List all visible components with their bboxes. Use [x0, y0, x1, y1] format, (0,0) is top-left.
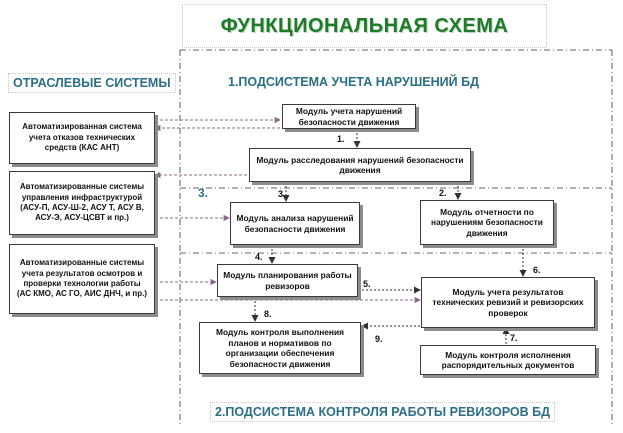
step-number-6: 6. — [533, 265, 541, 275]
external-system-kas-ant: Автоматизированная система учета отказов… — [9, 112, 155, 164]
section-subsystem-1: 1.ПОДСИСТЕМА УЧЕТА НАРУШЕНИЙ БД — [228, 75, 479, 89]
external-system-inspection-results: Автоматизированные системы учета результ… — [9, 244, 155, 314]
step-number-5: 5. — [363, 279, 371, 289]
step-number-2: 2. — [439, 188, 447, 198]
step-number-8: 8. — [264, 309, 272, 319]
module-violation-investigation: Модуль расследования нарушений безопасно… — [249, 148, 471, 182]
step-number-3-section: 3. — [198, 186, 209, 200]
diagram-title: ФУНКЦИОНАЛЬНАЯ СХЕМА — [182, 4, 547, 48]
step-number-9: 9. — [375, 334, 383, 344]
module-plan-control: Модуль контроля выполнения планов и норм… — [199, 322, 361, 374]
external-system-asu-infrastructure: Автоматизированные системы управления ин… — [9, 171, 155, 235]
module-auditor-planning: Модуль планирования работы ревизоров — [217, 264, 358, 297]
step-number-4: 4. — [255, 252, 263, 262]
module-violation-record: Модуль учета нарушений безопасности движ… — [282, 104, 416, 129]
module-violation-analysis: Модуль анализа нарушений безопасности дв… — [230, 202, 360, 245]
subsystem-frames — [179, 49, 613, 425]
module-directive-control: Модуль контроля исполнения распорядитель… — [420, 345, 596, 375]
module-audit-results: Модуль учета результатов технических рев… — [421, 277, 595, 328]
module-violation-reporting: Модуль отчетности по нарушениям безопасн… — [420, 200, 554, 245]
section-subsystem-2: 2.ПОДСИСТЕМА КОНТРОЛЯ РАБОТЫ РЕВИЗОРОВ Б… — [210, 402, 555, 422]
section-industry: ОТРАСЛЕВЫЕ СИСТЕМЫ — [8, 73, 176, 93]
step-number-7: 7. — [510, 333, 518, 343]
step-number-1: 1. — [337, 134, 345, 144]
step-number-3: 3. — [278, 189, 286, 199]
